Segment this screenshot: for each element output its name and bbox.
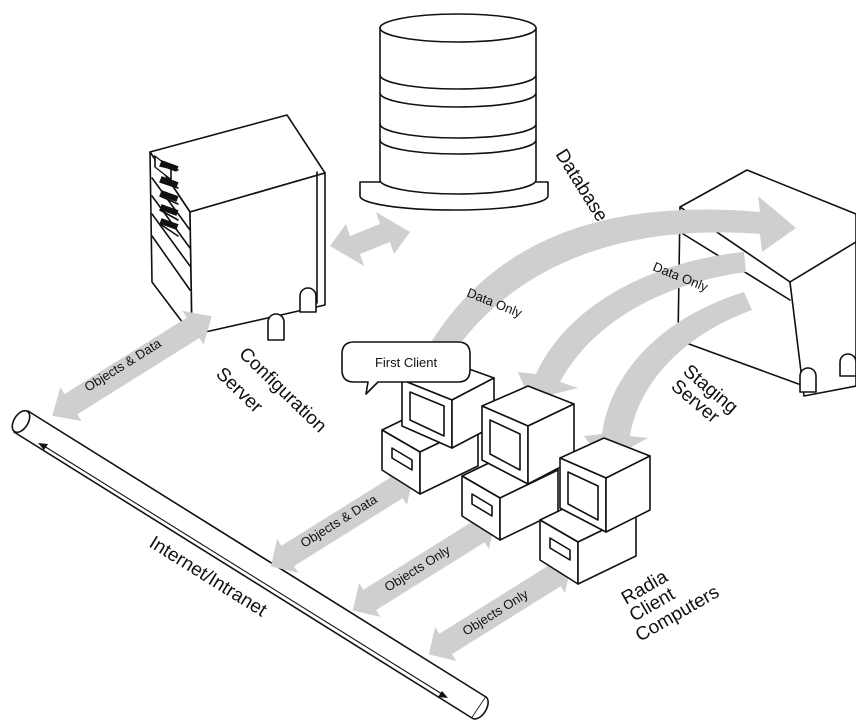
client-computer-2: [461, 385, 575, 541]
data-only-arrow-2: [518, 252, 746, 400]
database-cylinder: [359, 13, 549, 211]
client2-network-arrow: [352, 515, 496, 617]
database-label: Database: [551, 146, 612, 226]
client-computer-3: [539, 437, 651, 585]
config-network-arrow: [52, 310, 212, 422]
client3-network-arrow-label: Objects Only: [460, 586, 531, 638]
client1-network-arrow-label: Objects & Data: [298, 491, 381, 550]
client1-network-arrow: [270, 471, 414, 573]
configuration-server: [149, 114, 326, 341]
first-client-callout: [341, 341, 471, 395]
client3-network-arrow: [428, 559, 572, 661]
first-client-label: First Client: [375, 355, 438, 370]
data-only-arrow-1: [430, 196, 796, 352]
network-pipe: [11, 409, 489, 720]
data-only-arrow-3: [584, 292, 752, 462]
config-database-arrow: [330, 212, 410, 266]
